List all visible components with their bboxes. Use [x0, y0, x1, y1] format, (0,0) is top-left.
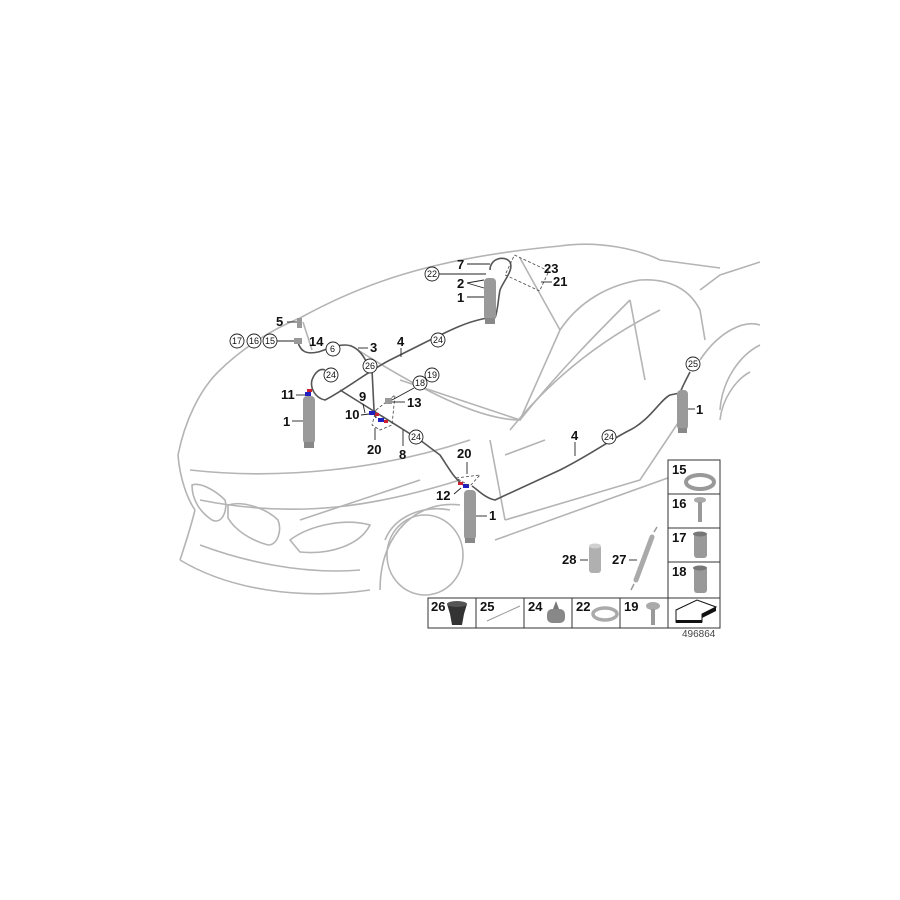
svg-text:6: 6: [330, 344, 335, 354]
cable-tie-icon: [486, 605, 521, 622]
rivet-nut-icon: [694, 567, 707, 593]
svg-text:18: 18: [415, 378, 425, 388]
connectors: [305, 389, 469, 488]
callout-1-front-right: 1: [489, 508, 496, 523]
svg-text:19: 19: [624, 599, 638, 614]
grid-cell-25: [475, 597, 525, 629]
nut-part: [385, 398, 392, 404]
bracket-outline-front: [454, 474, 482, 487]
tank-front-left: [303, 396, 315, 448]
svg-text:24: 24: [326, 370, 336, 380]
callout-5: 5: [276, 314, 283, 329]
grommet-icon: [447, 604, 467, 625]
rivet-nut-icon: [694, 533, 707, 558]
svg-text:16: 16: [249, 336, 259, 346]
svg-text:15: 15: [265, 336, 275, 346]
svg-text:22: 22: [576, 599, 590, 614]
callout-3: 3: [370, 340, 377, 355]
callout-10: 10: [345, 407, 359, 422]
diagram-id: 496864: [682, 629, 716, 640]
tank-rear-top: [484, 278, 496, 324]
svg-text:26: 26: [431, 599, 445, 614]
callout-7: 7: [457, 257, 464, 272]
callout-13: 13: [407, 395, 421, 410]
callout-8: 8: [399, 447, 406, 462]
callout-23: 23: [544, 261, 558, 276]
sleeve-part-28: [589, 543, 601, 573]
callout-1: 1: [457, 290, 464, 305]
tank-front-right: [464, 490, 476, 543]
callout-9: 9: [359, 389, 366, 404]
svg-text:15: 15: [672, 462, 686, 477]
callout-14: 14: [309, 334, 324, 349]
callout-2: 2: [457, 276, 464, 291]
svg-text:24: 24: [604, 432, 614, 442]
svg-text:17: 17: [672, 530, 686, 545]
unit-part: [294, 338, 302, 344]
svg-text:18: 18: [672, 564, 686, 579]
svg-text:25: 25: [480, 599, 494, 614]
callout-12: 12: [436, 488, 450, 503]
connector-part-27: [630, 526, 658, 591]
module-outline: [504, 254, 550, 292]
svg-text:17: 17: [232, 336, 242, 346]
callout-20: 20: [367, 442, 381, 457]
svg-text:25: 25: [688, 359, 698, 369]
svg-text:16: 16: [672, 496, 686, 511]
callout-27: 27: [612, 552, 626, 567]
washer-icon: [684, 473, 716, 491]
screw-icon: [694, 497, 706, 503]
svg-text:24: 24: [528, 599, 543, 614]
hose-clip-icon: [547, 609, 565, 623]
callout-20-front: 20: [457, 446, 471, 461]
svg-text:24: 24: [433, 335, 443, 345]
callout-4: 4: [397, 334, 405, 349]
valve-part: [297, 318, 302, 328]
screw-icon: [646, 602, 660, 610]
callouts: 7 22 2 1 23 21 5 17 16 15 14 6 3 4 24 26…: [229, 257, 703, 567]
bracket-outline: [371, 394, 396, 431]
callout-11: 11: [281, 387, 295, 402]
washer-icon: [591, 606, 619, 622]
parts-grid: 15 16 17 18 26 25 24 22 19: [427, 459, 721, 629]
svg-text:22: 22: [427, 269, 437, 279]
svg-text:19: 19: [427, 370, 437, 380]
tank-rear-right: [677, 390, 688, 433]
grid-cell-22: [571, 597, 621, 629]
callout-1-rear-right: 1: [696, 402, 703, 417]
callout-4-side: 4: [571, 428, 579, 443]
callout-21: 21: [553, 274, 567, 289]
grid-cell-19: [619, 597, 669, 629]
svg-text:24: 24: [411, 432, 421, 442]
callout-1-front-left: 1: [283, 414, 290, 429]
callout-28: 28: [562, 552, 576, 567]
svg-text:26: 26: [365, 361, 375, 371]
